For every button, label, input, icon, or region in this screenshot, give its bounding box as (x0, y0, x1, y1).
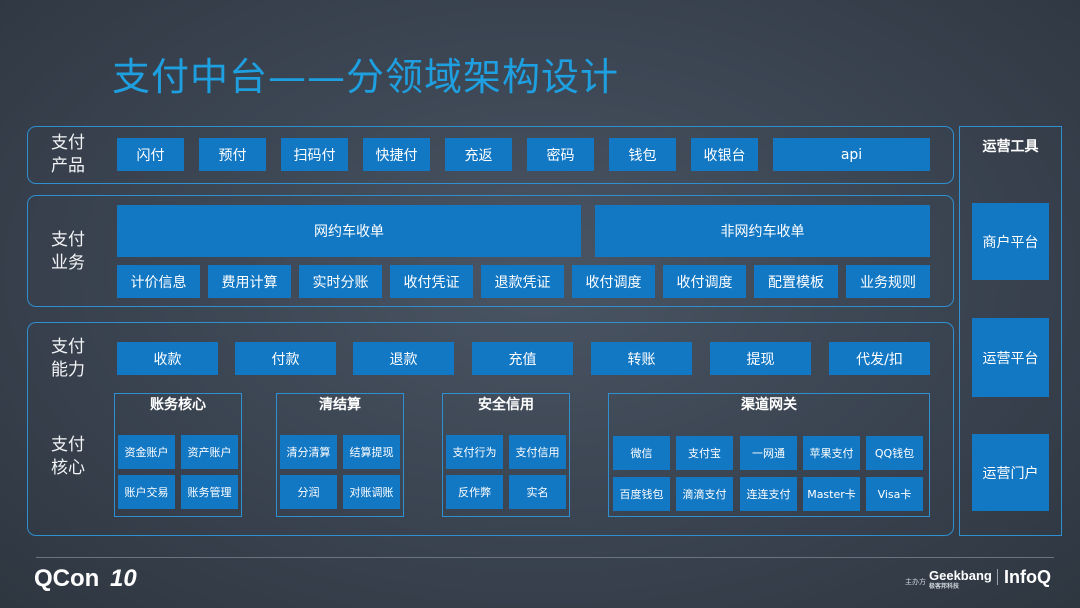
business-item[interactable]: 业务规则 (846, 265, 930, 298)
core-label-line2: 核心 (51, 458, 85, 478)
capability-label-line2: 能力 (51, 360, 85, 380)
capability-item[interactable]: 付款 (235, 342, 336, 375)
qcon-logo-text: QCon (34, 565, 100, 592)
business-item[interactable]: 收付调度 (663, 265, 746, 298)
core-item[interactable]: QQ钱包 (866, 436, 923, 470)
core-item[interactable]: 结算提现 (343, 435, 400, 469)
product-item[interactable]: 快捷付 (363, 138, 430, 171)
core-item[interactable]: 一网通 (740, 436, 797, 470)
product-item[interactable]: 预付 (199, 138, 266, 171)
core-item[interactable]: 账户交易 (118, 475, 175, 509)
product-item[interactable]: api (773, 138, 930, 171)
infoq-logo: InfoQ (1004, 567, 1051, 587)
core-group-settlement (276, 393, 404, 517)
product-row-label: 支付 产品 (46, 132, 90, 178)
business-label-line1: 支付 (51, 230, 85, 250)
capability-core-panel (27, 322, 954, 536)
product-item[interactable]: 闪付 (117, 138, 184, 171)
core-item[interactable]: 滴滴支付 (676, 477, 733, 511)
business-item[interactable]: 计价信息 (117, 265, 200, 298)
business-label-line2: 业务 (51, 253, 85, 273)
product-item[interactable]: 充返 (445, 138, 512, 171)
geekbang-logo-text: Geekbang (929, 568, 992, 583)
group-title-gateway: 渠道网关 (741, 397, 797, 413)
group-title-accounting: 账务核心 (150, 397, 206, 413)
core-item[interactable]: 对账调账 (343, 475, 400, 509)
capability-item[interactable]: 收款 (117, 342, 218, 375)
core-item[interactable]: Master卡 (803, 477, 860, 511)
product-label-line2: 产品 (51, 156, 85, 176)
ops-item[interactable]: 运营平台 (972, 318, 1049, 397)
core-item[interactable]: 分润 (280, 475, 337, 509)
capability-label-line1: 支付 (51, 337, 85, 357)
product-item[interactable]: 钱包 (609, 138, 676, 171)
core-row-label: 支付 核心 (46, 434, 90, 480)
product-item[interactable]: 扫码付 (281, 138, 348, 171)
group-title-security: 安全信用 (478, 397, 534, 413)
product-panel (27, 126, 954, 184)
core-item[interactable]: 清分清算 (280, 435, 337, 469)
business-item[interactable]: 收付调度 (572, 265, 655, 298)
product-item[interactable]: 收银台 (691, 138, 758, 171)
footer-divider (36, 557, 1054, 558)
core-item[interactable]: 连连支付 (740, 477, 797, 511)
capability-item[interactable]: 退款 (353, 342, 454, 375)
geekbang-logo-subtext: 极客邦科技 (929, 584, 960, 590)
business-top-item[interactable]: 非网约车收单 (595, 205, 930, 257)
business-item[interactable]: 收付凭证 (390, 265, 473, 298)
core-item[interactable]: 支付信用 (509, 435, 566, 469)
ops-item[interactable]: 商户平台 (972, 203, 1049, 280)
qcon-logo: QCon 10 (34, 565, 137, 593)
logo-divider (997, 569, 998, 585)
business-item[interactable]: 退款凭证 (481, 265, 564, 298)
sponsor-label: 主办方 (905, 578, 926, 586)
core-group-security (442, 393, 570, 517)
core-group-accounting (114, 393, 242, 517)
capability-item[interactable]: 提现 (710, 342, 811, 375)
qcon-logo-number: 10 (110, 565, 137, 592)
business-item[interactable]: 实时分账 (299, 265, 382, 298)
core-item[interactable]: 微信 (613, 436, 670, 470)
business-panel (27, 195, 954, 307)
product-item[interactable]: 密码 (527, 138, 594, 171)
product-label-line1: 支付 (51, 133, 85, 153)
core-item[interactable]: 资产账户 (181, 435, 238, 469)
core-item[interactable]: Visa卡 (866, 477, 923, 511)
capability-item[interactable]: 代发/扣 (829, 342, 930, 375)
ops-panel (959, 126, 1062, 536)
core-item[interactable]: 资金账户 (118, 435, 175, 469)
page-title: 支付中台——分领域架构设计 (112, 55, 620, 99)
core-item[interactable]: 支付行为 (446, 435, 503, 469)
group-title-settlement: 清结算 (319, 397, 361, 413)
core-group-gateway (608, 393, 930, 517)
core-item[interactable]: 实名 (509, 475, 566, 509)
business-item[interactable]: 配置模板 (754, 265, 838, 298)
core-label-line1: 支付 (51, 435, 85, 455)
core-item[interactable]: 反作弊 (446, 475, 503, 509)
geekbang-logo: Geekbang 极客邦科技 (929, 569, 992, 591)
business-item[interactable]: 费用计算 (208, 265, 291, 298)
ops-item[interactable]: 运营门户 (972, 434, 1049, 511)
core-item[interactable]: 账务管理 (181, 475, 238, 509)
capability-row-label: 支付 能力 (46, 336, 90, 382)
capability-item[interactable]: 充值 (472, 342, 573, 375)
core-item[interactable]: 百度钱包 (613, 477, 670, 511)
business-top-item[interactable]: 网约车收单 (117, 205, 581, 257)
core-item[interactable]: 支付宝 (676, 436, 733, 470)
business-row-label: 支付 业务 (46, 229, 90, 275)
capability-item[interactable]: 转账 (591, 342, 692, 375)
core-item[interactable]: 苹果支付 (803, 436, 860, 470)
ops-title: 运营工具 (982, 139, 1039, 155)
